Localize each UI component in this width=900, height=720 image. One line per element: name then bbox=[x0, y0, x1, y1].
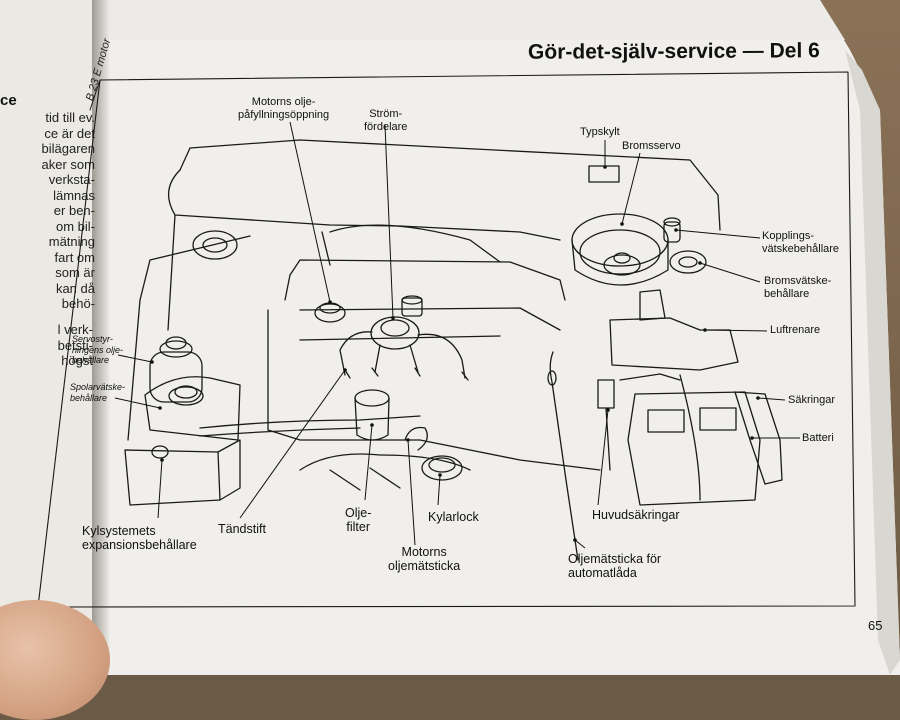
label-line: Kylsystemets bbox=[82, 524, 156, 538]
left-line: behö- bbox=[61, 296, 95, 311]
left-page-text-bottom: l verk- betsti- högst bbox=[0, 322, 93, 369]
left-line: som är bbox=[55, 265, 95, 280]
label-main-fuses: Huvudsäkringar bbox=[592, 508, 680, 522]
label-line: fördelare bbox=[364, 121, 408, 133]
left-line: högst bbox=[61, 353, 93, 368]
book-pages bbox=[0, 0, 900, 675]
left-line: ce är det bbox=[44, 125, 95, 141]
label-line: ningens olje- bbox=[72, 344, 124, 355]
label-line: Olje- bbox=[345, 506, 372, 520]
label-line: behållare bbox=[70, 392, 108, 403]
label-oil-filler: Motorns olje- påfyllningsöppning bbox=[238, 96, 329, 122]
left-line: betsti- bbox=[57, 337, 93, 353]
label-radiator-cap: Kylarlock bbox=[428, 510, 479, 524]
label-air-cleaner: Luftrenare bbox=[770, 324, 821, 336]
left-line: lämnas bbox=[53, 187, 95, 203]
label-line: expansionsbehållare bbox=[82, 538, 197, 552]
label-line: Bromsvätske- bbox=[764, 275, 832, 287]
label-washer: Spolarvätske- behållare bbox=[70, 382, 125, 403]
label-coolant-tank: Kylsystemets expansionsbehållare bbox=[82, 524, 197, 552]
label-brake-fluid: Bromsvätske- behållare bbox=[764, 275, 831, 301]
left-line: l verk- bbox=[57, 322, 93, 337]
label-line: Ström- bbox=[369, 108, 403, 120]
left-line: verksta- bbox=[48, 172, 95, 187]
label-line: Motorns bbox=[401, 545, 447, 559]
label-spark-plug: Tändstift bbox=[218, 522, 266, 536]
label-line: oljemätsticka bbox=[388, 559, 461, 573]
left-line: bilägaren bbox=[41, 141, 96, 156]
left-line: fart om bbox=[54, 249, 95, 265]
label-clutch-reservoir: Kopplings- vätskebehållare bbox=[762, 230, 839, 256]
label-engine-dipstick: Motorns oljemätsticka bbox=[388, 545, 460, 573]
label-line: Motorns olje- bbox=[251, 96, 316, 108]
page-number: 65 bbox=[868, 618, 883, 633]
left-page-heading: ce bbox=[0, 92, 17, 109]
label-line: automatlåda bbox=[568, 566, 637, 580]
label-line: Spolarvätske- bbox=[70, 382, 126, 392]
label-distributor: Ström- fördelare bbox=[364, 108, 407, 134]
label-line: behållare bbox=[764, 288, 810, 300]
label-line: vätskebehållare bbox=[762, 243, 840, 255]
label-line: behållare bbox=[72, 355, 110, 365]
left-line: aker som bbox=[41, 156, 95, 172]
label-battery: Batteri bbox=[802, 432, 834, 444]
label-type-plate: Typskylt bbox=[580, 126, 620, 138]
label-line: Kopplings- bbox=[762, 230, 814, 242]
label-line: påfyllningsöppning bbox=[238, 109, 330, 121]
label-power-steering: Servostyr- ningens olje- behållare bbox=[72, 334, 123, 366]
engine-bay-diagram bbox=[37, 71, 856, 608]
label-line: filter bbox=[346, 520, 371, 534]
label-line: Servostyr- bbox=[72, 334, 113, 344]
left-line: tid till ev. bbox=[45, 110, 95, 125]
label-oil-filter: Olje- filter bbox=[345, 506, 371, 534]
label-auto-dipstick: Oljemätsticka för automatlåda bbox=[568, 552, 661, 580]
label-line: Oljemätsticka för bbox=[568, 552, 662, 566]
label-fuses: Säkringar bbox=[788, 394, 836, 406]
left-line: mätning bbox=[48, 234, 95, 249]
left-line: om bil- bbox=[55, 218, 95, 234]
label-brake-servo: Bromsservo bbox=[622, 140, 681, 152]
